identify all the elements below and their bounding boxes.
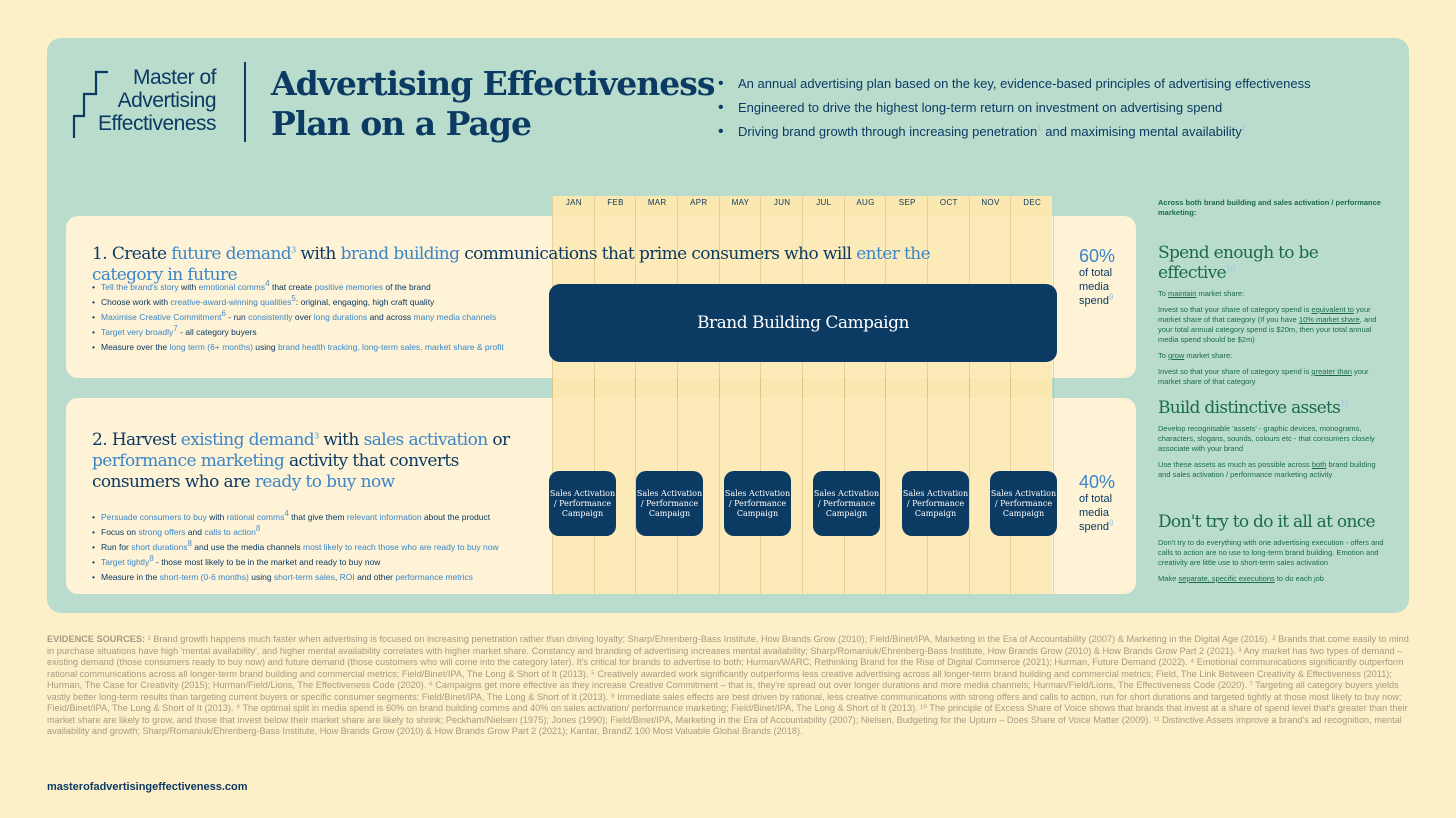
month-gridline xyxy=(593,216,637,594)
month-label: JAN xyxy=(565,198,582,207)
month-gridline xyxy=(718,216,762,594)
month-gridline xyxy=(760,216,803,594)
section1-heading: 1. Create future demand3 with brand buil… xyxy=(92,244,931,285)
page-title: Advertising Effectiveness Plan on a Page xyxy=(271,64,715,143)
month-gridline xyxy=(635,216,678,594)
sales-campaign-block: Sales Activation / Performance Campaign xyxy=(813,471,880,536)
month-label: AUG xyxy=(856,198,875,207)
month-column: JAN xyxy=(552,196,595,594)
staircase-logo-icon xyxy=(72,70,108,138)
list-item: Focus on strong offers and calls to acti… xyxy=(92,525,499,540)
sales-campaign-block: Sales Activation / Performance Campaign xyxy=(549,471,616,536)
month-column: APR xyxy=(677,196,720,594)
month-gridline xyxy=(927,216,970,594)
website-link[interactable]: masterofadvertisingeffectiveness.com xyxy=(47,781,248,793)
evidence-sources: EVIDENCE SOURCES: ¹ Brand growth happens… xyxy=(47,634,1409,736)
sales-campaign-block: Sales Activation / Performance Campaign xyxy=(902,471,969,536)
month-column: AUG xyxy=(843,196,887,594)
month-gridline xyxy=(843,216,887,594)
month-column: JUL xyxy=(802,196,845,594)
sales-campaign-block: Sales Activation / Performance Campaign xyxy=(990,471,1057,536)
month-column: NOV xyxy=(968,196,1012,594)
section2-heading: 2. Harvest existing demand3 with sales a… xyxy=(92,430,510,492)
section-title: Don't try to do it all at once xyxy=(1158,512,1376,532)
month-label: APR xyxy=(690,198,708,207)
section2-bullets: Persuade consumers to buy with rational … xyxy=(92,510,499,585)
spend-enough-section: Spend enough to be effective10 To mainta… xyxy=(1158,243,1386,387)
list-item: Target very broadly7 - all category buye… xyxy=(92,325,504,340)
month-gridline xyxy=(885,216,928,594)
month-grid-overlay xyxy=(552,196,1054,594)
logo: Master of Advertising Effectiveness xyxy=(72,66,232,142)
month-label: DEC xyxy=(1023,198,1042,207)
list-item: Persuade consumers to buy with rational … xyxy=(92,510,499,525)
list-item: Tell the brand's story with emotional co… xyxy=(92,280,504,295)
section-title: Spend enough to be effective10 xyxy=(1158,243,1319,283)
distinctive-assets-section: Build distinctive assets11 Develop recog… xyxy=(1158,398,1386,480)
brand-spend-share: 60% of total media spend9 xyxy=(1079,246,1116,307)
month-label: JUN xyxy=(773,198,791,207)
month-column: DEC xyxy=(1010,196,1054,594)
activation-spend-share: 40% of total media spend9 xyxy=(1079,472,1116,533)
month-gridline xyxy=(552,216,595,594)
month-column: SEP xyxy=(885,196,928,594)
intro-item: Driving brand growth through increasing … xyxy=(718,120,1358,144)
month-column: MAY xyxy=(718,196,762,594)
month-gridline xyxy=(677,216,720,594)
list-item: Target tightly8 - those most likely to b… xyxy=(92,555,499,570)
month-column: FEB xyxy=(593,196,637,594)
intro-item: Engineered to drive the highest long-ter… xyxy=(718,96,1358,120)
month-gridline xyxy=(802,216,845,594)
logo-wordmark: Master of Advertising Effectiveness xyxy=(97,66,217,135)
month-label: NOV xyxy=(981,198,1000,207)
section-title: Build distinctive assets11 xyxy=(1158,398,1350,418)
list-item: Choose work with creative-award-winning … xyxy=(92,295,504,310)
logo-divider xyxy=(244,62,246,142)
month-label: MAR xyxy=(647,198,667,207)
month-gridline xyxy=(968,216,1012,594)
section1-bullets: Tell the brand's story with emotional co… xyxy=(92,280,504,355)
month-column: MAR xyxy=(635,196,678,594)
sidebar-intro: Across both brand building and sales act… xyxy=(1158,198,1381,217)
sales-campaign-block: Sales Activation / Performance Campaign xyxy=(636,471,703,536)
list-item: Measure in the short-term (0-6 months) u… xyxy=(92,570,499,585)
month-label: MAY xyxy=(731,198,750,207)
list-item: Measure over the long term (6+ months) u… xyxy=(92,340,504,355)
month-column: JUN xyxy=(760,196,803,594)
month-gridline xyxy=(1010,216,1054,594)
month-column: OCT xyxy=(927,196,970,594)
list-item: Run for short durations8 and use the med… xyxy=(92,540,499,555)
month-label: OCT xyxy=(939,198,958,207)
month-label: JUL xyxy=(816,198,832,207)
month-label: SEP xyxy=(898,198,916,207)
sales-campaign-block: Sales Activation / Performance Campaign xyxy=(724,471,791,536)
month-label: FEB xyxy=(607,198,624,207)
brand-building-campaign-bar: Brand Building Campaign xyxy=(549,284,1057,362)
intro-list: An annual advertising plan based on the … xyxy=(718,72,1358,144)
intro-item: An annual advertising plan based on the … xyxy=(718,72,1358,96)
one-at-a-time-section: Don't try to do it all at once Don't try… xyxy=(1158,512,1386,584)
list-item: Maximise Creative Commitment6 - run cons… xyxy=(92,310,504,325)
